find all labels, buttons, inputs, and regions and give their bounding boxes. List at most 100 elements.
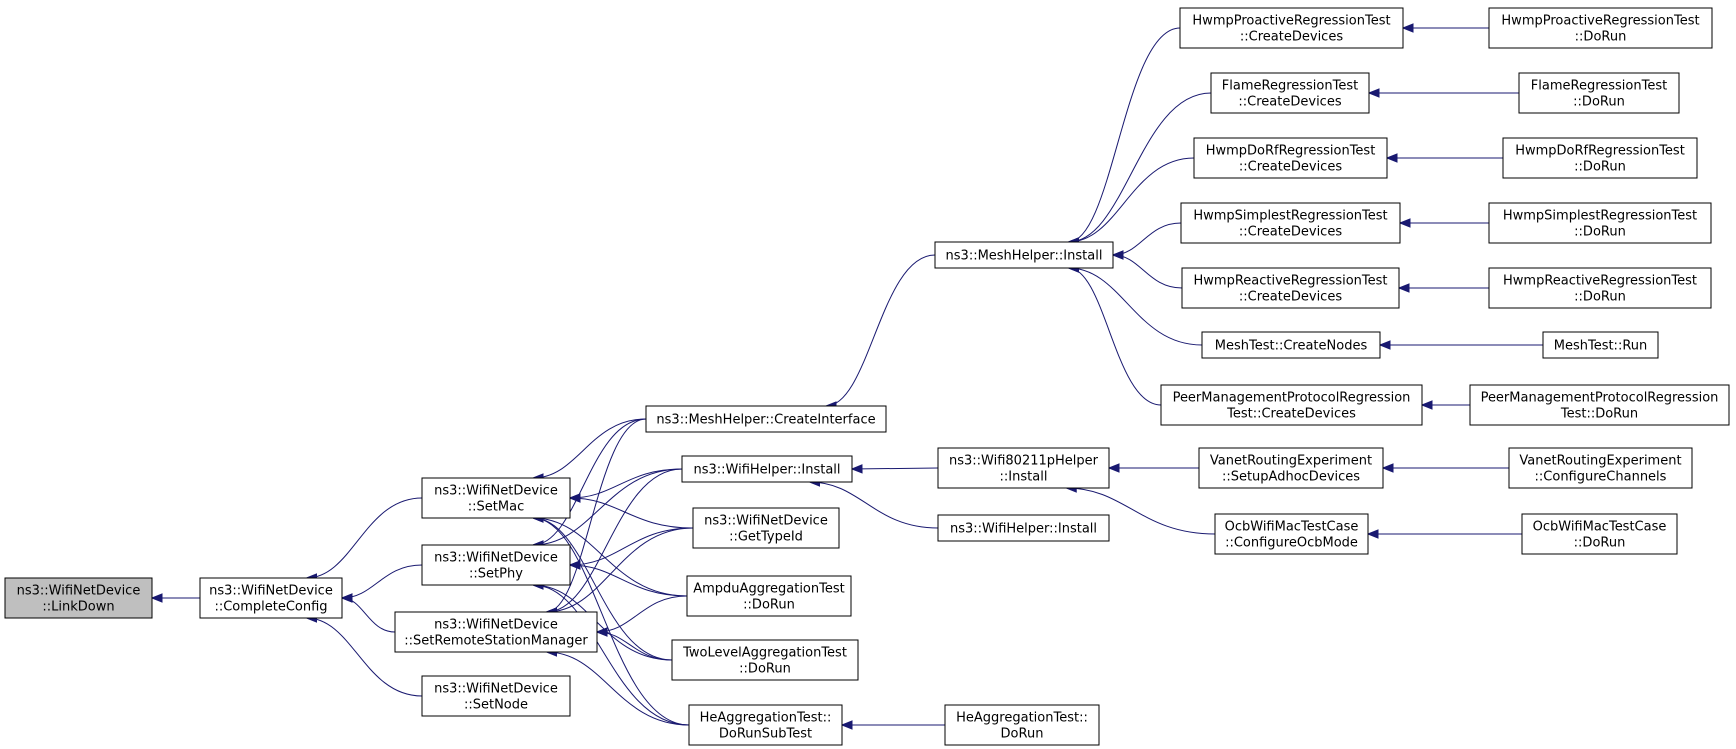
node-label: ns3::WifiNetDevice [434,682,558,697]
edge-peercreate-to-meshinstall [1067,263,1162,406]
node-label: ::DoRun [739,662,791,677]
node-label: DoRunSubTest [719,727,812,742]
node-peerrun[interactable]: PeerManagementProtocolRegressionTest::Do… [1469,384,1730,426]
node-wifihelperinstall2[interactable]: ns3::WifiHelper::Install [937,514,1110,542]
node-label: ::ConfigureOcbMode [1225,536,1358,551]
edge-hwmpdorf-to-meshinstall [1067,157,1195,247]
node-peercreate[interactable]: PeerManagementProtocolRegressionTest::Cr… [1160,384,1423,426]
node-hwmpreactiverun[interactable]: HwmpReactiveRegressionTest::DoRun [1488,267,1712,309]
edge-setphy-to-completeconfig [340,564,423,603]
node-hwmpsimplest[interactable]: HwmpSimplestRegressionTest::CreateDevice… [1180,202,1401,244]
node-label: Test::DoRun [1560,407,1638,422]
node-label: ::DoRun [1573,95,1625,110]
node-label: HwmpDoRfRegressionTest [1206,144,1376,159]
node-label: ::CreateDevices [1239,225,1342,240]
node-flame[interactable]: FlameRegressionTest::CreateDevices [1210,72,1370,114]
edge-flamerun-to-flame [1367,88,1519,98]
node-label: MeshTest::CreateNodes [1215,339,1368,354]
node-hwmpproactiverun[interactable]: HwmpProactiveRegressionTest::DoRun [1488,7,1713,49]
node-label: HwmpProactiveRegressionTest [1192,14,1390,29]
node-hwmpreactive[interactable]: HwmpReactiveRegressionTest::CreateDevice… [1181,267,1400,309]
node-label: ns3::WifiNetDevice [17,584,141,599]
node-vanetconfig[interactable]: VanetRoutingExperiment::ConfigureChannel… [1508,447,1693,489]
node-hwmpdorf[interactable]: HwmpDoRfRegressionTest::CreateDevices [1193,137,1388,179]
node-meshtestcreate[interactable]: MeshTest::CreateNodes [1201,331,1381,359]
node-setmac[interactable]: ns3::WifiNetDevice::SetMac [421,477,571,519]
node-hesub[interactable]: HeAggregationTest::DoRunSubTest [688,704,843,746]
edge-ampdu-to-setrsm [595,595,688,637]
node-flamerun[interactable]: FlameRegressionTest::DoRun [1518,72,1680,114]
edge-herun-to-hesub [840,720,945,730]
node-label: ns3::WifiNetDevice [704,514,828,529]
edge-ampdu-to-setphy [568,560,688,597]
edge-ocbrun-to-ocbconfig [1366,529,1522,539]
edge-wifihelperinstall-to-setmac [568,468,683,503]
node-setnode[interactable]: ns3::WifiNetDevice::SetNode [421,675,571,717]
node-label: HwmpSimplestRegressionTest [1503,209,1697,224]
node-label: FlameRegressionTest [1531,79,1667,94]
node-wifi80211p[interactable]: ns3::Wifi80211pHelper::Install [937,447,1110,489]
edge-gettypeid-to-setmac [568,493,694,529]
node-label: ::ConfigureChannels [1535,470,1667,485]
node-label: FlameRegressionTest [1222,79,1358,94]
node-label: ::SetPhy [469,567,523,582]
node-label: ::DoRun [1574,290,1626,305]
node-label: MeshTest::Run [1554,339,1648,354]
node-setrsm[interactable]: ns3::WifiNetDevice::SetRemoteStationMana… [394,611,598,653]
edge-hwmpsimplestrun-to-hwmpsimplest [1398,218,1489,228]
node-label: ::DoRun [1574,225,1626,240]
node-meshinstall[interactable]: ns3::MeshHelper::Install [934,241,1114,269]
node-label: ns3::WifiNetDevice [434,618,558,633]
node-label: ::SetNode [464,698,528,713]
node-completeconfig[interactable]: ns3::WifiNetDevice::CompleteConfig [199,577,343,619]
node-hwmpsimplestrun[interactable]: HwmpSimplestRegressionTest::DoRun [1488,202,1712,244]
edge-wifi80211p-to-wifihelperinstall [850,464,939,474]
node-herun[interactable]: HeAggregationTest::DoRun [944,704,1100,746]
node-label: OcbWifiMacTestCase [1533,520,1667,535]
node-label: ::CompleteConfig [214,600,327,615]
node-ocbconfig[interactable]: OcbWifiMacTestCase::ConfigureOcbMode [1214,513,1369,555]
node-meshtestrun[interactable]: MeshTest::Run [1542,331,1659,359]
node-label: ns3::Wifi80211pHelper [949,454,1099,469]
node-label: OcbWifiMacTestCase [1225,520,1359,535]
edges-layer [150,23,1543,730]
node-label: ns3::WifiNetDevice [434,484,558,499]
node-label: HwmpReactiveRegressionTest [1503,274,1697,289]
node-label: DoRun [1001,727,1044,742]
node-label: ::CreateDevices [1239,290,1342,305]
node-ampdu[interactable]: AmpduAggregationTest::DoRun [686,575,852,617]
node-label: ::DoRun [1574,536,1626,551]
node-vanetsetup[interactable]: VanetRoutingExperiment::SetupAdhocDevice… [1198,447,1384,489]
node-ocbrun[interactable]: OcbWifiMacTestCase::DoRun [1521,513,1678,555]
node-label: ::CreateDevices [1240,30,1343,45]
nodes-layer: ns3::WifiNetDevice::LinkDownns3::WifiNet… [4,7,1730,746]
node-label: ::DoRun [743,598,795,613]
node-linkdown[interactable]: ns3::WifiNetDevice::LinkDown [4,577,153,619]
node-label: ns3::WifiNetDevice [209,584,333,599]
edge-hwmpproactiverun-to-hwmpproactive [1401,23,1489,33]
node-label: HeAggregationTest:: [956,711,1088,726]
node-label: AmpduAggregationTest [693,582,844,597]
node-label: ns3::MeshHelper::Install [946,249,1103,264]
node-label: VanetRoutingExperiment [1210,454,1372,469]
node-hwmpdorfrun[interactable]: HwmpDoRfRegressionTest::DoRun [1502,137,1698,179]
node-label: HwmpSimplestRegressionTest [1193,209,1387,224]
node-createinterface[interactable]: ns3::MeshHelper::CreateInterface [645,405,887,433]
node-hwmpproactive[interactable]: HwmpProactiveRegressionTest::CreateDevic… [1179,7,1404,49]
edge-meshinstall-to-createinterface [824,254,936,411]
node-gettypeid[interactable]: ns3::WifiNetDevice::GetTypeId [692,507,840,549]
node-label: ::CreateDevices [1238,95,1341,110]
node-label: HwmpProactiveRegressionTest [1501,14,1699,29]
node-twolevel[interactable]: TwoLevelAggregationTest::DoRun [671,639,859,681]
node-label: HeAggregationTest:: [700,711,832,726]
node-setphy[interactable]: ns3::WifiNetDevice::SetPhy [421,544,571,586]
node-label: TwoLevelAggregationTest [682,646,847,661]
edge-twolevel-to-setrsm [595,627,673,661]
node-label: Test::CreateDevices [1226,407,1356,422]
node-label: ::SetupAdhocDevices [1222,470,1360,485]
node-wifihelperinstall[interactable]: ns3::WifiHelper::Install [681,455,853,483]
node-label: ::DoRun [1574,160,1626,175]
edge-hwmpreactive-to-meshinstall [1111,250,1183,289]
edge-hwmpproactive-to-meshinstall [1067,27,1181,247]
